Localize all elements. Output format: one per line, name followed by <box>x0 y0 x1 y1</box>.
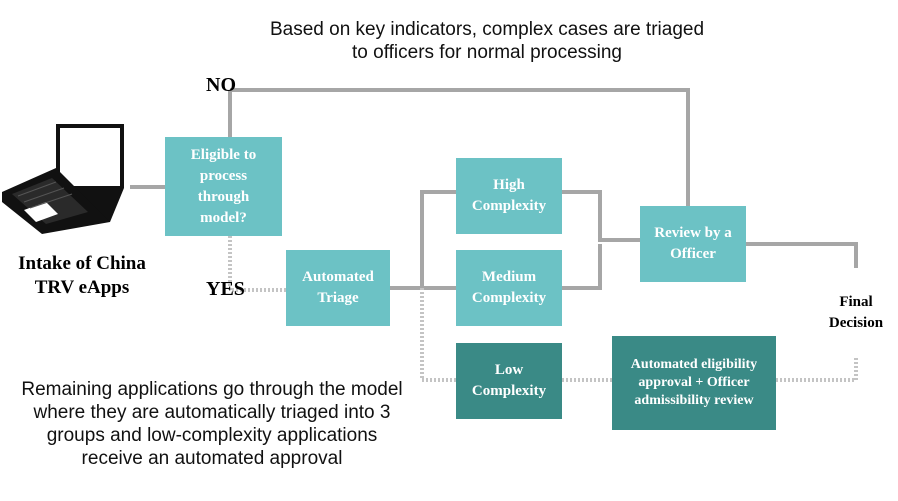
automated-approval-box: Automated eligibility approval + Officer… <box>612 336 776 430</box>
bottom-note: Remaining applications go through the mo… <box>21 379 403 469</box>
top-note: Based on key indicators, complex cases a… <box>269 19 705 63</box>
eligible-box: Eligible to process through model? <box>165 137 282 236</box>
connector-review-to-final <box>746 242 858 268</box>
connector-high-to-review <box>562 190 640 242</box>
review-by-officer-box: Review by a Officer <box>640 206 746 282</box>
low-complexity-box: Low Complexity <box>456 343 562 419</box>
intake-label: Intake of China TRV eApps <box>18 253 146 298</box>
final-decision-label: Final Decision <box>828 294 884 331</box>
yes-label: YES <box>206 278 245 300</box>
high-complexity-box: High Complexity <box>456 158 562 234</box>
connector-to-high <box>420 190 456 288</box>
connector-eligible-down-yes <box>228 236 286 292</box>
medium-complexity-box: Medium Complexity <box>456 250 562 326</box>
connector-approval-to-final <box>776 356 858 382</box>
no-label: NO <box>206 74 236 96</box>
connector-to-low <box>420 288 456 382</box>
automated-triage-box: Automated Triage <box>286 250 390 326</box>
connector-no-loop <box>230 88 690 206</box>
connector-medium-to-review <box>562 244 602 290</box>
laptop-icon <box>2 124 124 234</box>
